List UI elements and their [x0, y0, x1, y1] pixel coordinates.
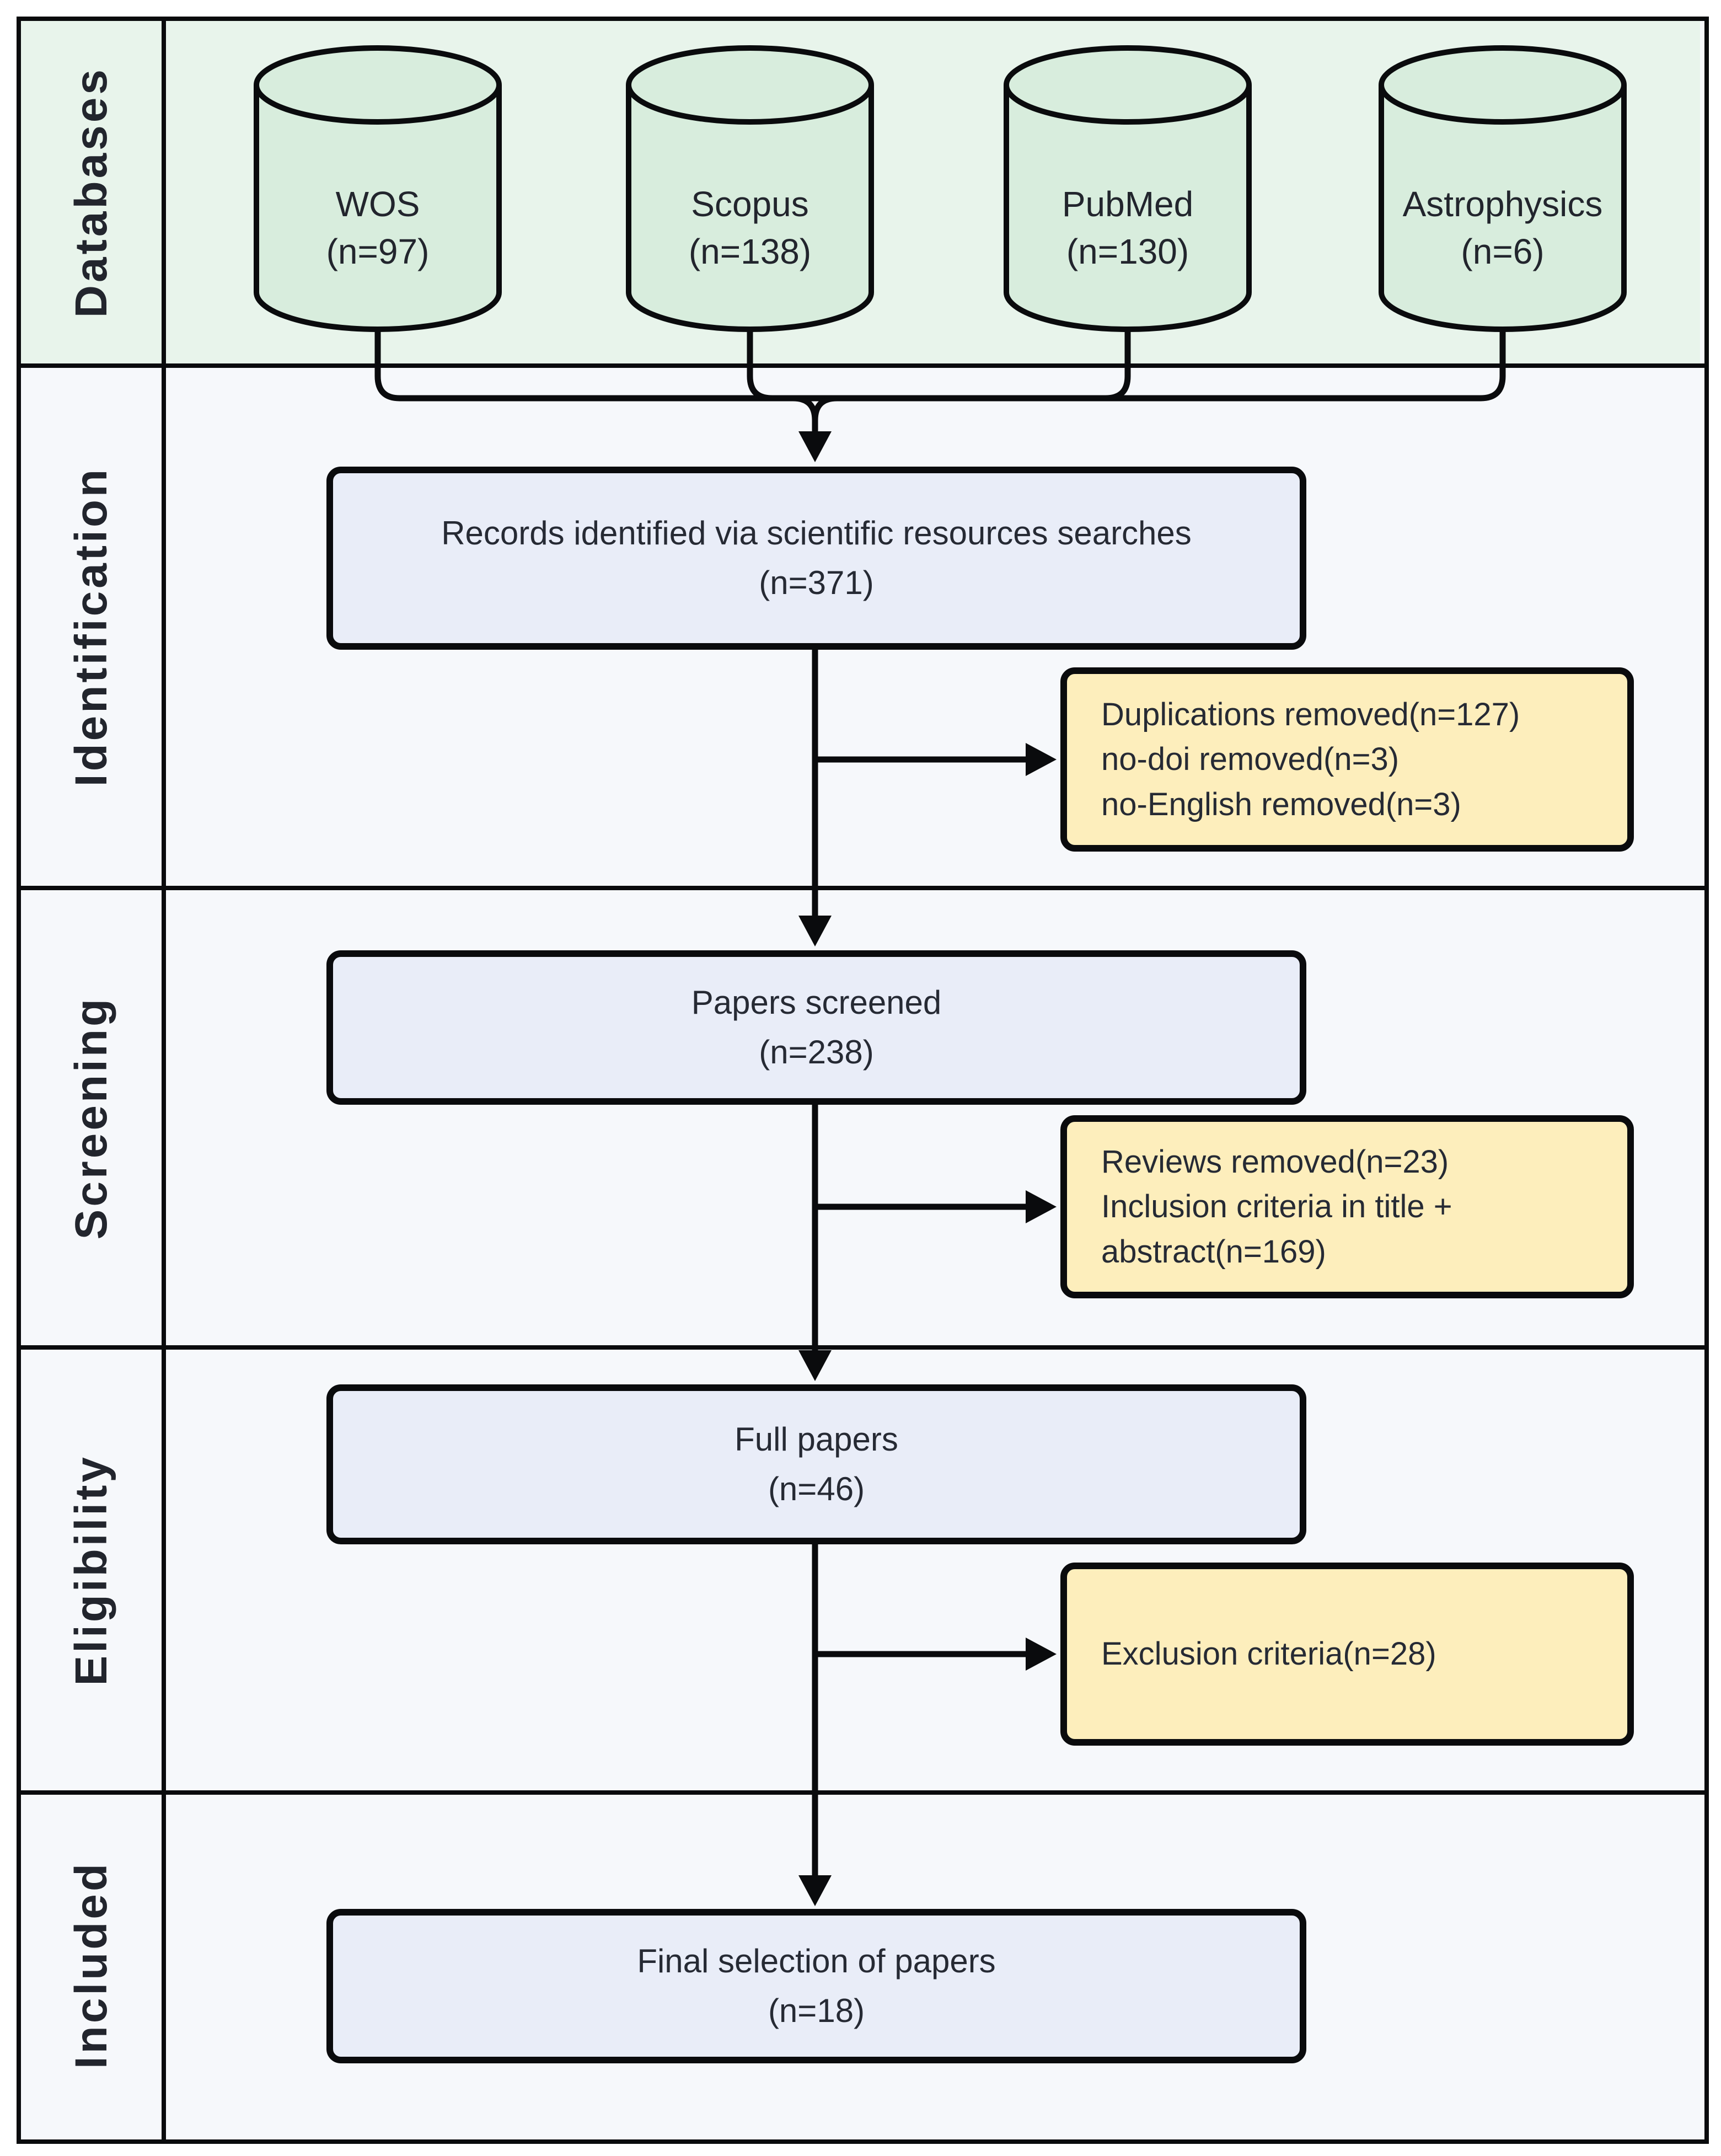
database-label-wos: WOS (n=97): [256, 181, 499, 276]
box-papers-screened: Papers screened (n=238): [326, 950, 1306, 1105]
box-title: Papers screened: [691, 984, 942, 1021]
sidebar-divider: [162, 17, 166, 2139]
arrow-identification: [812, 650, 1027, 917]
box-title: Full papers: [734, 1421, 898, 1458]
sidebar-label-databases: Databases: [66, 66, 116, 318]
row-divider-2: [17, 886, 1704, 890]
arrow-screening: [812, 1105, 1027, 1351]
box-count: (n=371): [759, 564, 874, 601]
database-count: (n=130): [1066, 231, 1189, 271]
box-title: Final selection of papers: [637, 1943, 996, 1980]
database-name: Scopus: [691, 184, 809, 224]
database-cylinder-astrophysics: [1379, 45, 1627, 332]
box-count: (n=238): [759, 1034, 874, 1071]
arrowhead-down-2: [798, 1350, 832, 1381]
database-cylinder-pubmed: [1004, 45, 1252, 332]
box-full-papers: Full papers (n=46): [326, 1384, 1306, 1544]
database-name: WOS: [335, 184, 420, 224]
box-title: Records identified via scientific resour…: [441, 515, 1192, 552]
side-box-line: Exclusion criteria(n=28): [1101, 1636, 1436, 1672]
arrow-eligibility: [812, 1544, 1027, 1876]
box-exclusion-criteria: Exclusion criteria(n=28): [1060, 1563, 1634, 1746]
database-name: PubMed: [1061, 184, 1194, 224]
sidebar-label-included: Included: [66, 1860, 116, 2069]
merge-bracket: [374, 327, 1506, 434]
arrowhead-right-3: [1026, 1638, 1057, 1671]
sidebar-label-screening: Screening: [66, 996, 116, 1240]
row-divider-3: [17, 1345, 1704, 1350]
side-box-line: no-English removed(n=3): [1101, 786, 1461, 822]
database-label-scopus: Scopus (n=138): [629, 181, 871, 276]
box-duplications-removed: Duplications removed(n=127) no-doi remov…: [1060, 667, 1634, 852]
box-records-identified: Records identified via scientific resour…: [326, 467, 1306, 650]
database-label-astrophysics: Astrophysics (n=6): [1381, 181, 1624, 276]
side-box-line: Reviews removed(n=23): [1101, 1144, 1449, 1180]
sidebar-label-eligibility: Eligibility: [66, 1454, 116, 1686]
arrowhead-right-2: [1026, 1190, 1057, 1223]
arrowhead-right-1: [1026, 743, 1057, 776]
box-count: (n=46): [768, 1470, 865, 1507]
row-divider-4: [17, 1790, 1704, 1795]
side-box-line: Duplications removed(n=127): [1101, 697, 1520, 733]
merge-arrowhead: [798, 431, 832, 462]
database-count: (n=138): [688, 231, 812, 271]
database-cylinder-wos: [254, 45, 502, 332]
arrowhead-down-1: [798, 916, 832, 946]
box-reviews-removed: Reviews removed(n=23) Inclusion criteria…: [1060, 1115, 1634, 1298]
database-count: (n=6): [1461, 231, 1545, 271]
database-label-pubmed: PubMed (n=130): [1006, 181, 1249, 276]
sidebar-label-identification: Identification: [66, 467, 116, 787]
side-box-line: abstract(n=169): [1101, 1233, 1326, 1270]
database-name: Astrophysics: [1402, 184, 1603, 224]
database-cylinder-scopus: [626, 45, 874, 332]
side-box-line: no-doi removed(n=3): [1101, 741, 1400, 778]
arrowhead-down-3: [798, 1875, 832, 1906]
database-count: (n=97): [326, 231, 430, 271]
box-count: (n=18): [768, 1992, 865, 2029]
row-divider-1: [17, 363, 1704, 368]
side-box-line: Inclusion criteria in title +: [1101, 1189, 1452, 1225]
box-final-selection: Final selection of papers (n=18): [326, 1909, 1306, 2063]
